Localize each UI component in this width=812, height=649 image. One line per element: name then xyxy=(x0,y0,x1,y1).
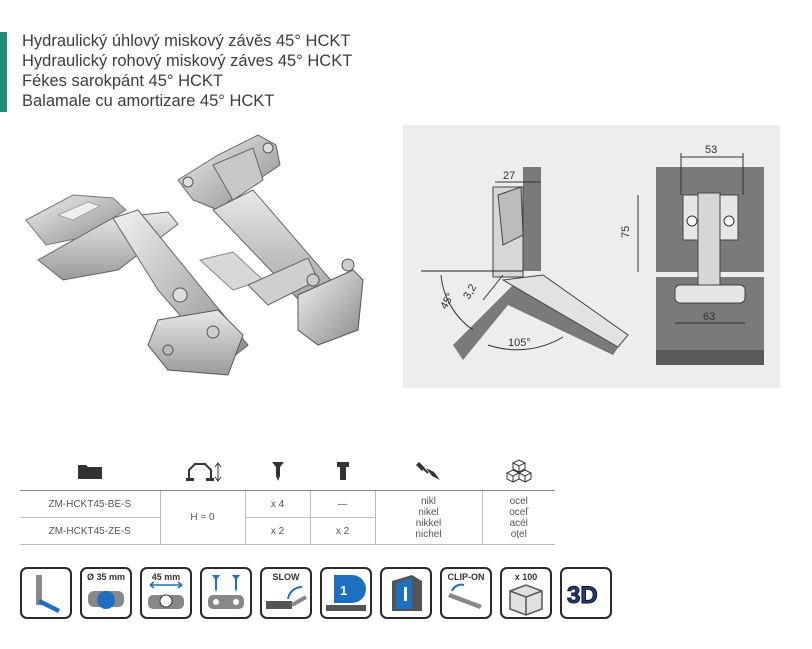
cabinet-door-icon xyxy=(380,567,432,619)
dim-27: 27 xyxy=(503,170,515,182)
accent-bar xyxy=(0,32,7,112)
finish-cz: nikl xyxy=(420,495,436,507)
spec-header-row xyxy=(20,452,555,491)
title-ro: Balamale cu amortizare 45° HCKT xyxy=(22,92,275,110)
material-hu: acél xyxy=(509,517,528,529)
technical-drawing-panel: 27 3,2 45° 105° 53 75 63 xyxy=(403,125,780,388)
height-adjust-icon xyxy=(185,462,221,482)
height-value: H = 0 xyxy=(159,490,246,545)
dim-75: 75 xyxy=(620,226,632,238)
dim-45-deg: 45° xyxy=(438,291,457,311)
hinge-product-photo xyxy=(25,134,364,376)
soft-close-icon: SLOW xyxy=(260,567,312,619)
side-view-drawing: 27 3,2 45° 105° xyxy=(421,167,629,360)
cup-diameter-label: Ø 35 mm xyxy=(86,572,126,582)
folder-icon xyxy=(78,465,102,479)
box-quantity-label: x 100 xyxy=(514,572,538,582)
three-d-icon: 3D xyxy=(560,567,612,619)
dim-63: 63 xyxy=(703,311,715,323)
soft-close-label: SLOW xyxy=(272,572,300,582)
cup-distance-icon: 45 mm xyxy=(140,567,192,619)
screw-count: x 2 xyxy=(244,517,311,545)
euro-screw-count: x 2 xyxy=(309,517,375,545)
finish-hu: nikkel xyxy=(415,517,442,529)
title-block: Hydraulický úhlový miskový závěs 45° HCK… xyxy=(22,31,352,111)
one-piece-icon: 1 xyxy=(320,567,372,619)
clip-on-label: CLIP-ON xyxy=(447,572,485,582)
spec-table: ZM-HCKT45-BE-S H = 0 x 4 — nikl nikel ni… xyxy=(20,452,555,545)
screw-mount-icon xyxy=(200,567,252,619)
finish-ro: nichel xyxy=(415,528,442,540)
material-cubes-icon xyxy=(505,459,532,483)
screw-icon xyxy=(271,462,284,481)
title-hu: Fékes sarokpánt 45° HCKT xyxy=(22,72,224,90)
front-view-drawing: 53 75 63 xyxy=(620,144,764,365)
three-d-label: 3D xyxy=(567,582,598,609)
title-cz: Hydraulický úhlový miskový závěs 45° HCK… xyxy=(22,32,351,50)
title-sk: Hydraulický rohový miskový záves 45° HCK… xyxy=(22,52,353,70)
cup-distance-label: 45 mm xyxy=(151,572,181,582)
material-cz: ocel xyxy=(509,495,528,507)
table-row: ZM-HCKT45-ZE-S x 2 x 2 xyxy=(20,517,555,545)
material-sk: oceľ xyxy=(509,506,529,518)
material-cell: ocel oceľ acél oțel xyxy=(481,490,555,545)
dim-53: 53 xyxy=(705,144,717,156)
dim-105-deg: 105° xyxy=(508,337,531,349)
euro-screw-icon xyxy=(336,462,349,480)
product-code: ZM-HCKT45-BE-S xyxy=(20,490,161,518)
finish-cell: nikl nikel nikkel nichel xyxy=(374,490,483,545)
one-piece-label: 1 xyxy=(340,583,347,598)
box-quantity-icon: x 100 xyxy=(500,567,552,619)
material-ro: oțel xyxy=(510,528,527,540)
euro-screw-count: — xyxy=(309,490,376,518)
product-code: ZM-HCKT45-ZE-S xyxy=(20,517,161,545)
finish-sk: nikel xyxy=(418,506,439,518)
angle-hinge-icon xyxy=(20,567,72,619)
screw-count: x 4 xyxy=(244,490,311,518)
dim-3-2: 3,2 xyxy=(461,282,479,301)
clip-on-icon: CLIP-ON xyxy=(440,567,492,619)
technical-drawing: 27 3,2 45° 105° 53 75 63 xyxy=(421,144,764,365)
brush-finish-icon xyxy=(415,462,440,480)
table-row: ZM-HCKT45-BE-S H = 0 x 4 — nikl nikel ni… xyxy=(20,490,555,545)
cup-diameter-icon: Ø 35 mm xyxy=(80,567,132,619)
